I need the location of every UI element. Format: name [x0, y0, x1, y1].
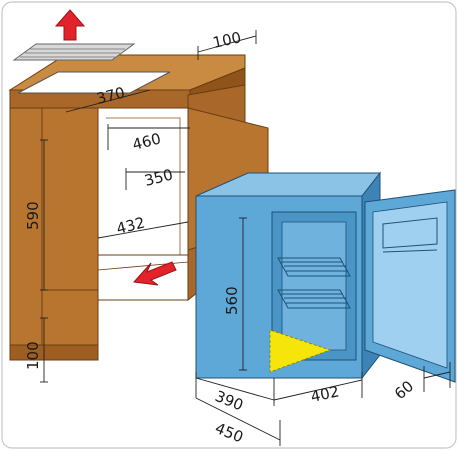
- top-vent-opening: [17, 71, 171, 94]
- dim-door-depth: 60: [391, 377, 417, 403]
- arrow-up-icon: [54, 9, 86, 41]
- dim-fridge-width: 402: [309, 382, 341, 406]
- dim-top-clearance: 100: [211, 28, 243, 52]
- dimension-lines: [40, 30, 451, 446]
- clearance-triangle: [269, 329, 332, 373]
- door-rack: [382, 217, 438, 249]
- fridge-shelf-lower: [277, 289, 351, 309]
- dim-bottom-clearance: 100: [24, 341, 42, 370]
- dim-overall-depth: 450: [213, 419, 246, 446]
- fridge: [195, 171, 456, 383]
- arrow-diagonal-icon: [132, 261, 177, 286]
- cabinet-plinth: [9, 344, 99, 361]
- dim-niche-height: 590: [24, 201, 42, 230]
- cabinet-left-door: [41, 107, 99, 346]
- dim-fridge-depth: 390: [213, 387, 246, 414]
- vent-grille: [12, 43, 136, 61]
- dim-fridge-height: 560: [223, 286, 241, 315]
- fridge-shelf: [277, 257, 351, 277]
